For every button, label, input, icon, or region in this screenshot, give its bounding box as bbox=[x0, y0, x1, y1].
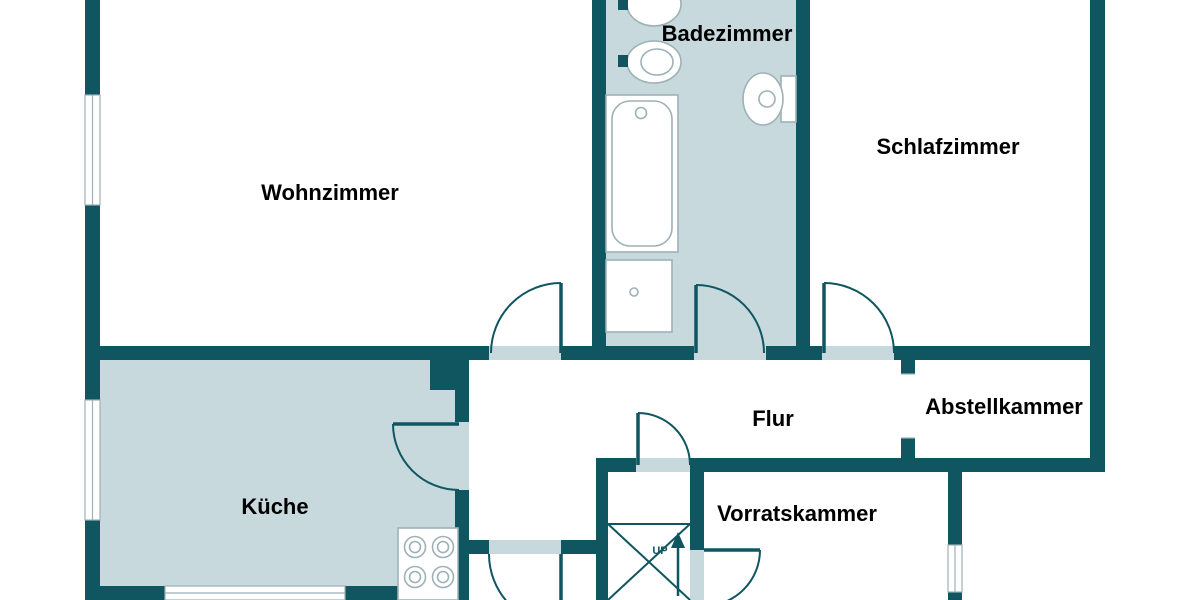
stairs-direction-label: UP bbox=[652, 545, 667, 557]
door-threshold-lower bbox=[489, 540, 561, 554]
room-flur-corridor-area bbox=[469, 360, 596, 540]
room-label-kueche: Küche bbox=[241, 494, 308, 519]
passage-abstellkammer bbox=[901, 374, 915, 438]
door-swing-schlafzimmer bbox=[823, 282, 895, 354]
faucet-icon bbox=[618, 0, 628, 10]
door-swing-kueche bbox=[392, 423, 460, 491]
burner-icon bbox=[431, 565, 455, 589]
room-labels: Wohnzimmer Badezimmer Schlafzimmer Flur … bbox=[241, 21, 1083, 526]
door-swing-wohnzimmer bbox=[490, 282, 562, 354]
room-wohnzimmer-area bbox=[100, 0, 592, 346]
door-swing-lower bbox=[488, 553, 507, 600]
door-threshold-vorratskammer bbox=[690, 550, 704, 600]
wall-pillar bbox=[430, 360, 462, 390]
wall bbox=[796, 0, 810, 360]
shower-drain bbox=[629, 287, 639, 297]
burner-inner bbox=[436, 540, 450, 554]
wall bbox=[592, 0, 606, 360]
room-label-vorratskammer: Vorratskammer bbox=[717, 501, 877, 526]
bathroom-fixtures bbox=[605, 0, 797, 333]
room-label-schlafzimmer: Schlafzimmer bbox=[876, 134, 1019, 159]
door-swing-stairhall bbox=[637, 412, 691, 466]
door-swing-badezimmer bbox=[695, 284, 765, 354]
toilet-bowl-line bbox=[758, 90, 776, 108]
room-label-flur: Flur bbox=[752, 406, 794, 431]
room-label-badezimmer: Badezimmer bbox=[662, 21, 793, 46]
kitchen-fixtures bbox=[397, 527, 459, 600]
bathtub-drain bbox=[634, 106, 648, 120]
room-schlafzimmer-area bbox=[810, 0, 1090, 346]
room-label-abstellkammer: Abstellkammer bbox=[925, 394, 1083, 419]
bathtub-inner-line bbox=[611, 100, 673, 247]
sink-bowl-line bbox=[640, 48, 674, 76]
toilet-icon bbox=[742, 72, 784, 126]
room-label-wohnzimmer: Wohnzimmer bbox=[261, 180, 399, 205]
windows bbox=[84, 94, 963, 600]
door-threshold-stairhall bbox=[636, 458, 690, 472]
burner-icon bbox=[431, 535, 455, 559]
doors bbox=[392, 282, 895, 600]
door-swing-vorratskammer bbox=[726, 549, 761, 600]
bathtub-icon bbox=[605, 94, 679, 253]
shower-icon bbox=[605, 259, 673, 333]
burner-inner bbox=[436, 570, 450, 584]
burner-icon bbox=[403, 565, 427, 589]
door-threshold-wohnzimmer bbox=[489, 346, 561, 360]
burner-icon bbox=[403, 535, 427, 559]
wall bbox=[596, 458, 608, 600]
door-threshold-schlafzimmer bbox=[822, 346, 894, 360]
wall bbox=[690, 458, 1105, 472]
faucet-icon bbox=[618, 55, 628, 67]
door-openings bbox=[455, 346, 894, 600]
stairs-icon: UP bbox=[607, 523, 691, 600]
room-abstellkammer-area bbox=[915, 360, 1090, 458]
burner-inner bbox=[408, 540, 422, 554]
door-threshold-kueche bbox=[455, 422, 469, 490]
wall bbox=[1090, 0, 1105, 472]
walls bbox=[85, 0, 1105, 600]
burner-inner bbox=[408, 570, 422, 584]
room-vorratskammer-area bbox=[704, 472, 948, 600]
up-arrow-head bbox=[671, 532, 685, 548]
door-threshold-badezimmer bbox=[694, 346, 766, 360]
